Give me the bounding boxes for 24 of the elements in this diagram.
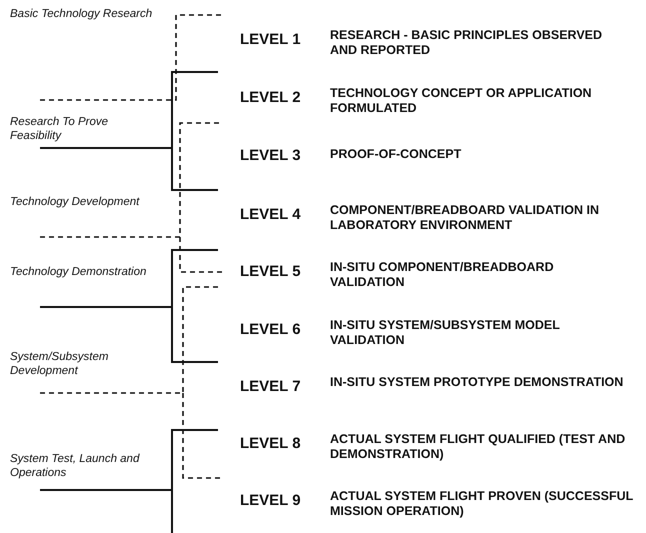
level-description: RESEARCH - BASIC PRINCIPLES OBSERVED AND REPORTED [330,28,604,58]
level-label: LEVEL 9 [240,492,302,510]
level-label: LEVEL 3 [240,147,302,165]
phase-label: Research To Prove Feasibility [10,116,110,144]
level-description: TECHNOLOGY CONCEPT OR APPLICATION FORMULATED [330,86,593,116]
phase-label: System/Subsystem Development [10,351,110,379]
phase-label: System Test, Launch and Operations [10,453,141,481]
phase-label: Technology Development [10,196,141,210]
level-description: IN-SITU SYSTEM PROTOTYPE DEMONSTRATION [330,375,624,390]
level-description: ACTUAL SYSTEM FLIGHT PROVEN (SUCCESSFUL MISSION OPERATION) [330,489,634,519]
level-label: LEVEL 5 [240,263,302,281]
level-label: LEVEL 1 [240,31,302,49]
level-label: LEVEL 8 [240,435,302,453]
phase-label: Basic Technology Research [10,8,154,22]
level-label: LEVEL 7 [240,378,302,396]
level-description: ACTUAL SYSTEM FLIGHT QUALIFIED (TEST AND DEMONSTRATION) [330,432,626,462]
level-description: IN-SITU SYSTEM/SUBSYSTEM MODEL VALIDATION [330,318,561,348]
level-label: LEVEL 4 [240,206,302,224]
level-description: IN-SITU COMPONENT/BREADBOARD VALIDATION [330,260,555,290]
level-description: PROOF-OF-CONCEPT [330,147,462,162]
phase-label: Technology Demonstration [10,266,148,280]
level-label: LEVEL 2 [240,89,302,107]
level-label: LEVEL 6 [240,321,302,339]
level-description: COMPONENT/BREADBOARD VALIDATION IN LABORATORY ENVIRONMENT [330,203,600,233]
